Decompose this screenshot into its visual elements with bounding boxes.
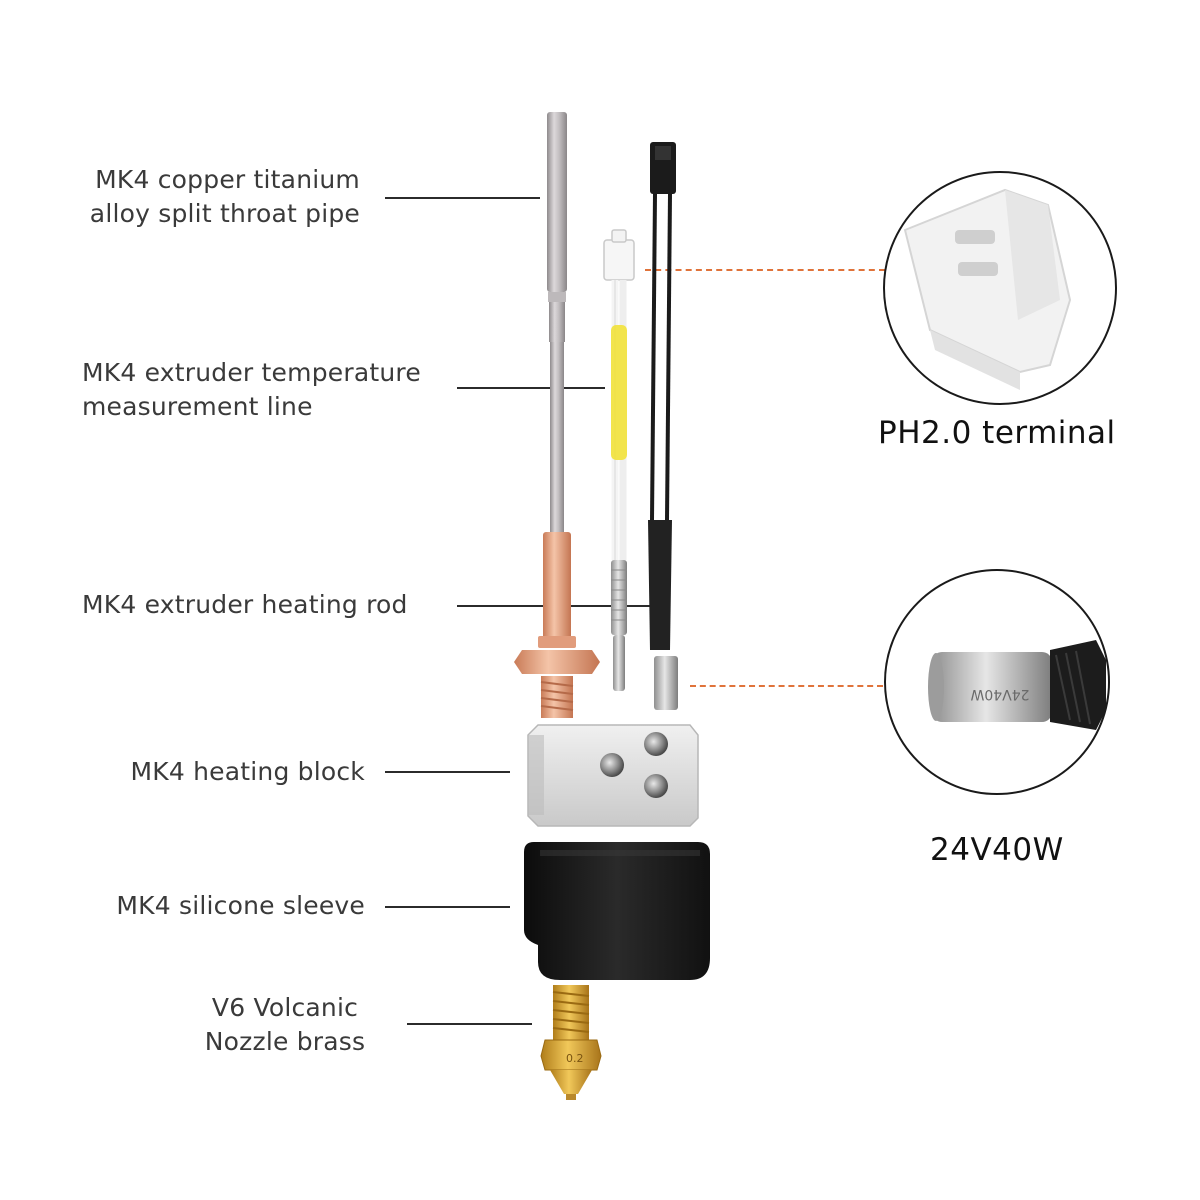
leader-heating-block bbox=[385, 771, 510, 773]
label-heating-rod-line1: MK4 extruder heating rod bbox=[82, 590, 408, 619]
temperature-sensor bbox=[603, 229, 635, 691]
dashed-line-terminal bbox=[645, 269, 885, 271]
label-throat-pipe: MK4 copper titanium alloy split throat p… bbox=[60, 163, 360, 231]
caption-terminal: PH2.0 terminal bbox=[878, 415, 1116, 451]
label-throat-pipe-line2: alloy split throat pipe bbox=[89, 199, 360, 228]
terminal-callout bbox=[883, 171, 1117, 405]
label-throat-pipe-line1: MK4 copper titanium bbox=[95, 165, 360, 194]
label-nozzle: V6 Volcanic Nozzle brass bbox=[190, 991, 380, 1059]
leader-temp-line bbox=[457, 387, 605, 389]
heating-rod bbox=[648, 142, 678, 710]
label-heating-block-line1: MK4 heating block bbox=[130, 757, 365, 786]
silicone-sleeve bbox=[524, 842, 710, 980]
heater-engraving: 24V40W bbox=[970, 686, 1029, 702]
label-temp-line-line1: MK4 extruder temperature bbox=[82, 358, 421, 387]
label-nozzle-line1: V6 Volcanic bbox=[211, 993, 359, 1022]
brass-nozzle bbox=[540, 985, 602, 1100]
label-heating-rod: MK4 extruder heating rod bbox=[82, 588, 442, 622]
label-silicone-sleeve-line1: MK4 silicone sleeve bbox=[116, 891, 365, 920]
label-temp-line-line2: measurement line bbox=[82, 392, 313, 421]
label-temp-line: MK4 extruder temperature measurement lin… bbox=[82, 356, 442, 424]
caption-heater: 24V40W bbox=[930, 832, 1064, 868]
throat-pipe bbox=[514, 112, 600, 718]
nozzle-marking: 0.2 bbox=[566, 1052, 584, 1065]
leader-silicone-sleeve bbox=[385, 906, 510, 908]
label-nozzle-line2: Nozzle brass bbox=[204, 1027, 366, 1056]
leader-nozzle bbox=[407, 1023, 532, 1025]
leader-throat-pipe bbox=[385, 197, 540, 199]
label-heating-block: MK4 heating block bbox=[80, 755, 365, 789]
label-silicone-sleeve: MK4 silicone sleeve bbox=[60, 889, 365, 923]
dashed-line-heater bbox=[690, 685, 883, 687]
heater-callout bbox=[884, 569, 1110, 795]
heating-block bbox=[527, 724, 699, 827]
